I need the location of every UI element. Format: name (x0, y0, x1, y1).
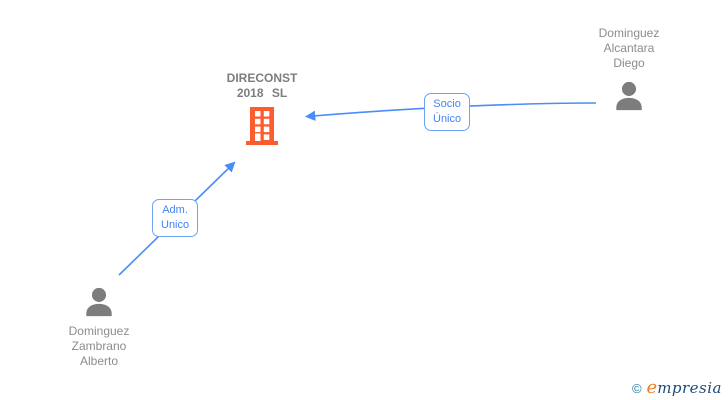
relation-label-socio-unico[interactable]: Socio Único (424, 93, 471, 131)
person-name-line: Zambrano (71, 339, 127, 353)
empresia-watermark[interactable]: © e mpresia (631, 377, 722, 398)
person-name-line: Dominguez (68, 324, 130, 338)
person-name-line: Alberto (79, 354, 119, 368)
person-icon (83, 286, 115, 318)
person-name-line: Dominguez (598, 26, 660, 40)
relation-label-line: Adm. (162, 204, 188, 216)
company-title-line2: 2018 SL (236, 86, 288, 100)
building-icon (243, 106, 281, 146)
relation-label-line: Único (433, 113, 462, 125)
brand-letter-e: e (646, 377, 658, 398)
person-name-line: Alcantara (603, 41, 655, 55)
person-icon (613, 80, 645, 112)
relation-label-adm-unico[interactable]: Adm. Unico (152, 199, 199, 237)
relation-label-line: Socio (433, 98, 461, 110)
person-node-alberto[interactable]: Dominguez Zambrano Alberto (39, 286, 159, 369)
person-name-line: Diego (613, 56, 645, 70)
relation-label-line: Unico (161, 219, 190, 231)
company-title-line1: DIRECONST (226, 71, 298, 85)
person-node-diego[interactable]: Dominguez Alcantara Diego (569, 26, 689, 112)
copyright-icon: © (631, 381, 642, 396)
brand-name: mpresia (657, 379, 722, 397)
company-node-direconst[interactable]: DIRECONST 2018 SL (192, 71, 332, 146)
